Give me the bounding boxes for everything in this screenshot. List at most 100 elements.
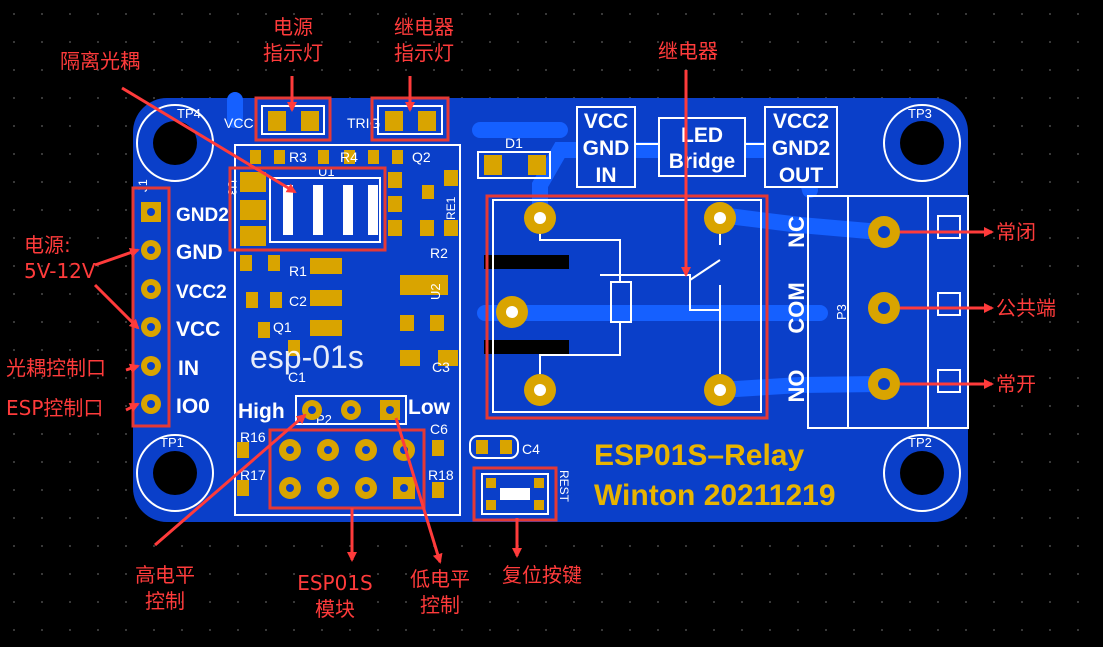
esp-module-annotation: ESP01S 模块 <box>285 570 385 622</box>
ref-r2: R2 <box>430 245 448 261</box>
annotation-line: 电源 <box>273 15 313 39</box>
ref-r3: R3 <box>289 149 307 165</box>
low-level-annotation: 低电平 控制 <box>400 566 480 618</box>
relay-body <box>492 199 762 413</box>
annotation-line: 电源: <box>24 233 71 257</box>
cap-c4 <box>469 435 519 459</box>
ref-c3: C3 <box>432 359 450 375</box>
output-label: VCC2 <box>773 110 829 133</box>
led-bridge-box <box>658 117 746 177</box>
input-label: VCC <box>584 110 628 133</box>
ref-r17: R17 <box>240 467 266 483</box>
ref-q2: Q2 <box>412 149 431 165</box>
header-pin-label: VCC2 <box>176 282 227 303</box>
relay-indicator-annotation: 继电器 指示灯 <box>384 14 464 66</box>
ref-c4: C4 <box>522 441 540 457</box>
annotation-line: 继电器 <box>394 15 454 39</box>
power-indicator-annotation: 电源 指示灯 <box>258 14 328 66</box>
jumper-p2 <box>295 395 407 425</box>
input-label: IN <box>596 164 617 187</box>
annotation-line: 5V-12V <box>24 259 96 283</box>
ref-r16: R16 <box>240 429 266 445</box>
relay-pins <box>496 202 736 406</box>
led-pad <box>268 111 286 131</box>
optocoupler-legs <box>283 185 378 235</box>
led-pad <box>534 500 544 510</box>
input-label-box <box>576 106 636 188</box>
header-pin-label: GND <box>176 241 223 264</box>
power-supply-annotation: 电源: 5V-12V <box>24 232 96 284</box>
ref-u2: U2 <box>428 283 443 300</box>
trig-led-ref: TRIG <box>347 115 380 131</box>
optocoupler-body <box>269 177 381 243</box>
annotation-line: 指示灯 <box>263 41 323 65</box>
diode-d1 <box>477 151 551 179</box>
relay-slot <box>484 255 569 269</box>
ref-r4: R4 <box>340 149 358 165</box>
led-bridge-label: Bridge <box>669 150 736 173</box>
ref-c2: C2 <box>289 293 307 309</box>
led-pad <box>486 478 496 488</box>
led-pad <box>418 111 436 131</box>
terminal-block <box>807 195 969 429</box>
opto-control-annotation: 光耦控制口 <box>6 356 106 380</box>
reset-button <box>481 473 549 515</box>
header-ref: J1 <box>136 179 150 192</box>
smd-pads <box>237 150 458 498</box>
esp-header-pins <box>279 439 415 499</box>
esp-control-annotation: ESP控制口 <box>6 396 104 420</box>
optocoupler-outline <box>228 166 387 252</box>
testpoint-label: TP4 <box>177 106 201 121</box>
low-label: Low <box>408 396 451 419</box>
annotation-line: 高电平 <box>135 563 195 587</box>
annotation-line: 模块 <box>315 597 355 621</box>
vcc-led-ref: VCC <box>224 115 254 131</box>
annotation-line: 控制 <box>145 589 185 613</box>
header-pin-label: IN <box>178 357 199 380</box>
header-pin-label: IO0 <box>176 395 210 418</box>
relay-outline <box>485 194 769 420</box>
led-pad <box>500 440 512 454</box>
terminal-tab <box>937 369 961 393</box>
output-label: OUT <box>779 164 824 187</box>
led-pad <box>484 155 502 175</box>
high-label: High <box>238 400 285 423</box>
ref-r1: R1 <box>289 263 307 279</box>
header-pin-label: VCC <box>176 318 220 341</box>
ref-u3: U3 <box>225 180 239 196</box>
high-level-annotation: 高电平 控制 <box>125 562 205 614</box>
relay-annotation: 继电器 <box>658 39 718 63</box>
common-annotation: 公共端 <box>996 296 1056 320</box>
board-subtitle: Winton 20211219 <box>594 479 836 512</box>
terminal-label-com: COM <box>784 282 809 333</box>
input-label: GND <box>583 137 630 160</box>
optocoupler-annotation: 隔离光耦 <box>60 49 140 73</box>
led-pad <box>301 111 319 131</box>
header-pin-label: GND2 <box>176 205 229 226</box>
esp-header-outline <box>268 428 426 510</box>
terminal-pins <box>868 216 900 400</box>
reset-button-annotation: 复位按键 <box>502 563 582 587</box>
led-pad <box>385 111 403 131</box>
output-label-box <box>764 106 838 188</box>
board-title: ESP01S–Relay <box>594 439 804 472</box>
terminal-tab <box>937 215 961 239</box>
ref-d1: D1 <box>505 135 523 151</box>
ref-re1: RE1 <box>444 196 458 220</box>
led-pad <box>528 155 546 175</box>
reset-button-actuator <box>500 488 530 500</box>
annotation-line: 指示灯 <box>394 41 454 65</box>
led-pad <box>486 500 496 510</box>
esp-silkscreen: esp-01s <box>250 339 364 375</box>
testpoint-label: TP2 <box>908 435 932 450</box>
terminal-ref: P3 <box>834 304 849 320</box>
esp-module-outline <box>234 144 461 516</box>
annotation-arrows <box>93 70 994 564</box>
header-j1-outline <box>131 186 171 428</box>
testpoint-label: TP3 <box>908 106 932 121</box>
ref-u1: U1 <box>318 164 335 179</box>
ref-rest: REST <box>557 470 571 503</box>
annotation-line: 低电平 <box>410 567 470 591</box>
